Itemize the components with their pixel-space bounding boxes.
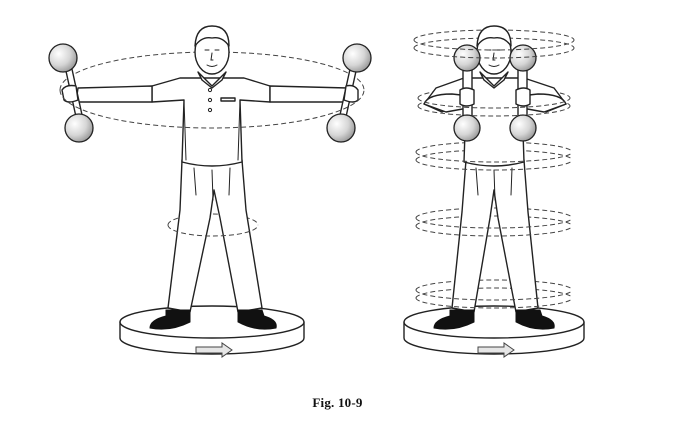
- right-turntable: [403, 305, 585, 358]
- figure-caption: Fig. 10-9: [312, 395, 363, 410]
- right-figure-right-shoe: [515, 309, 555, 330]
- left-figure-arms-extended: [48, 25, 372, 358]
- right-rotation-arrow: [477, 342, 515, 358]
- right-figure-left-shoe: [433, 309, 475, 330]
- left-turntable: [119, 305, 305, 358]
- left-figure-left-dumbbell: [48, 43, 94, 143]
- right-figure-right-dumbbell: [509, 44, 537, 142]
- left-figure-right-dumbbell: [326, 43, 372, 143]
- left-rotation-arrow: [195, 342, 233, 358]
- right-figure-arms-pulled-in: [403, 25, 585, 358]
- left-arm-orbit-front: [59, 89, 365, 129]
- left-figure-left-shoe: [149, 309, 191, 330]
- left-leg-orbit-back: [167, 213, 259, 226]
- right-orbits-front: [413, 39, 575, 309]
- left-leg-orbit-front: [167, 224, 259, 237]
- right-figure-left-dumbbell: [453, 44, 481, 142]
- left-figure-right-shoe: [237, 309, 277, 330]
